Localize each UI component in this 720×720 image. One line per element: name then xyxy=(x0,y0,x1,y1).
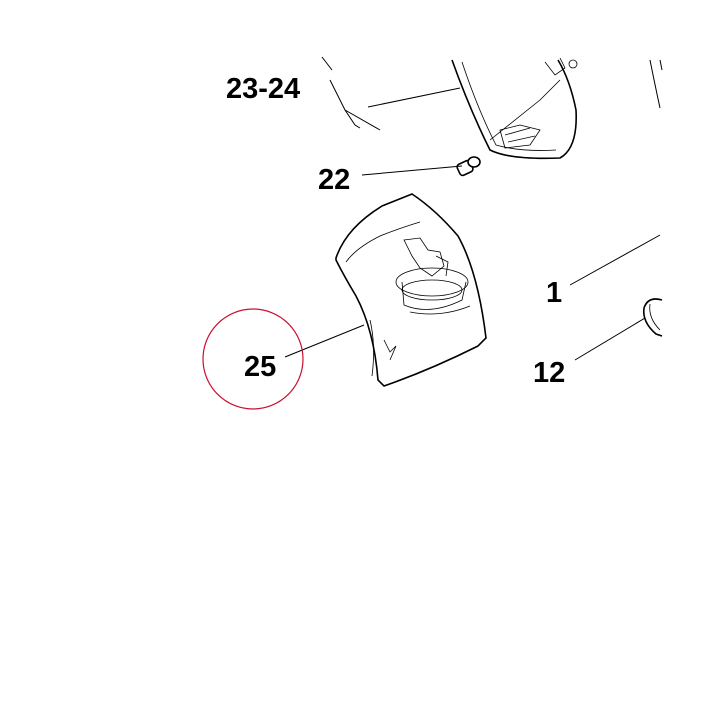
callout-1: 1 xyxy=(546,277,562,309)
callout-12: 12 xyxy=(533,357,565,389)
part-23-24-housing[interactable] xyxy=(451,57,578,160)
leader-22 xyxy=(361,165,463,176)
highlight-circle xyxy=(202,308,304,410)
leader-25 xyxy=(284,324,365,358)
callout-25: 25 xyxy=(244,351,276,383)
part-25-corner-lamp[interactable] xyxy=(335,193,487,387)
part-22-plug[interactable] xyxy=(456,156,481,177)
callout-23-24: 23-24 xyxy=(226,73,300,105)
callout-22: 22 xyxy=(318,164,350,196)
leader-23-24 xyxy=(321,56,461,131)
leader-12 xyxy=(574,317,646,361)
leader-1 xyxy=(569,234,661,286)
part-12-cap[interactable] xyxy=(642,298,663,337)
part-1-body-edge[interactable] xyxy=(649,59,663,109)
